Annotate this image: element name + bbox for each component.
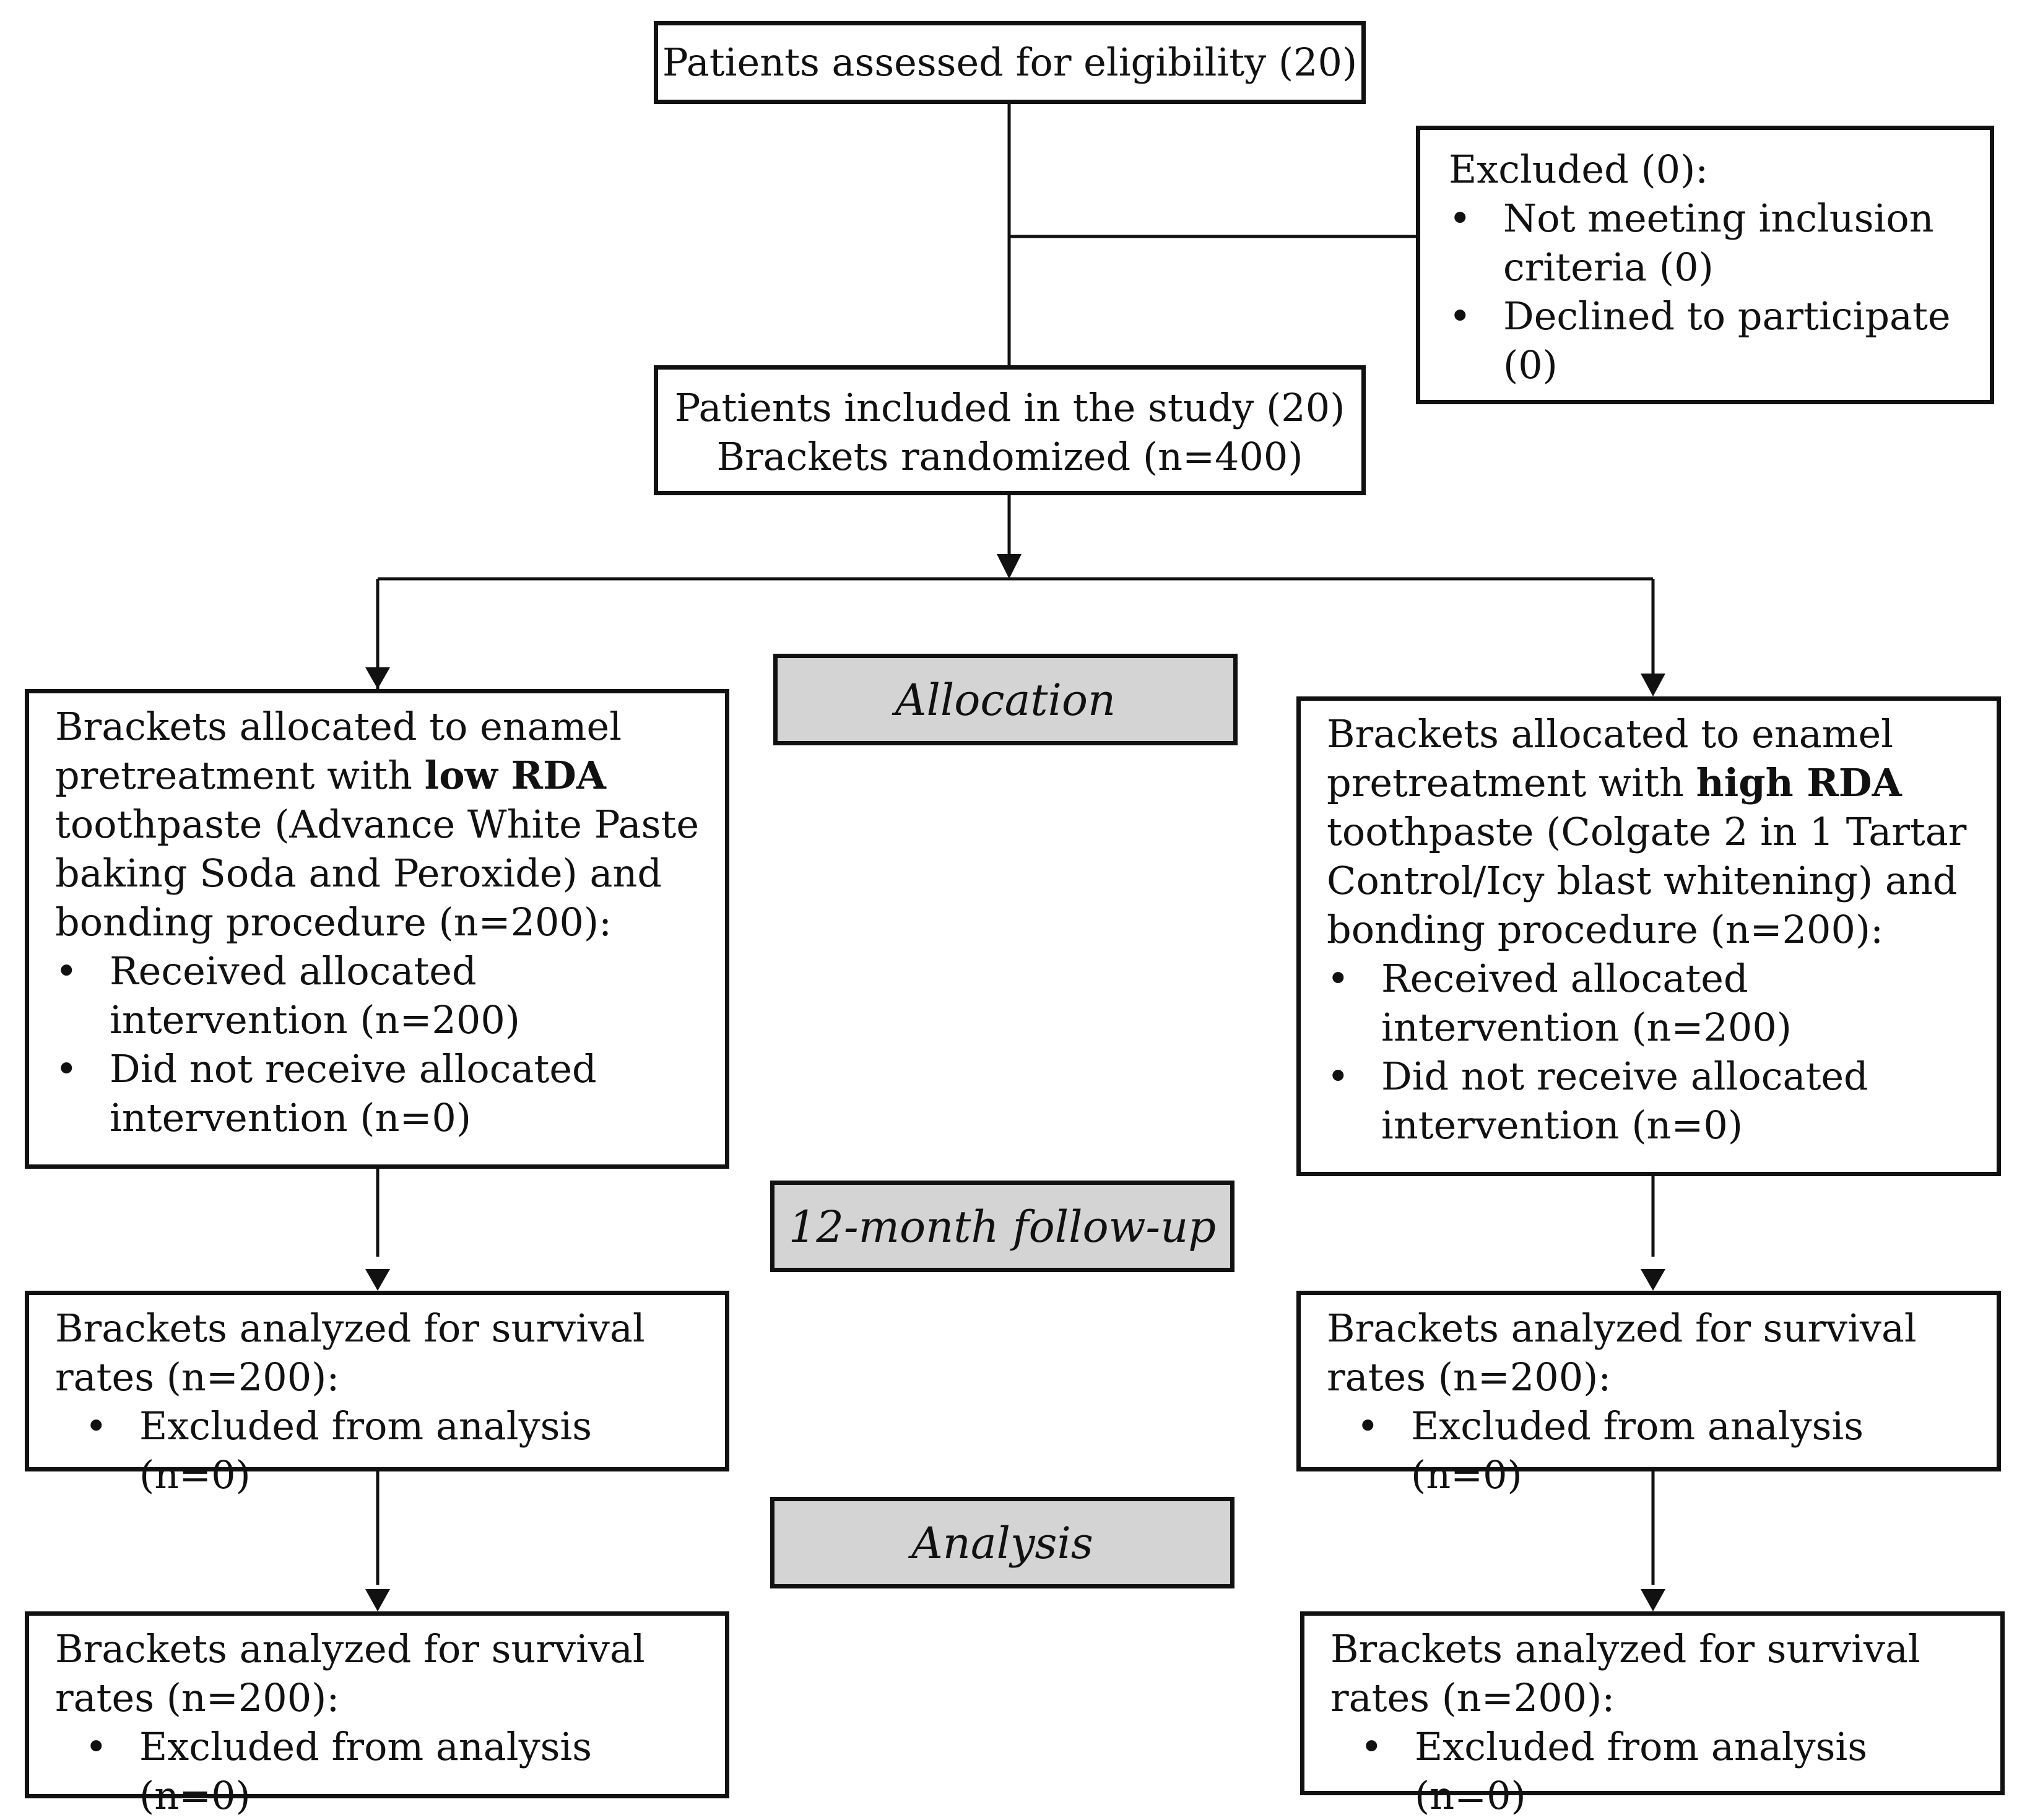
high-rda-allocation-item: Did not receive allocated intervention (… — [1327, 1052, 1974, 1150]
arrowhead-right-analysis — [1641, 1589, 1665, 1611]
high-rda-alloc-post: toothpaste (Colgate 2 in 1 Tartar Contro… — [1327, 809, 1967, 952]
stage-analysis-label: Analysis — [911, 1518, 1093, 1569]
high-rda-followup-text: Brackets analyzed for survival rates (n=… — [1327, 1306, 1917, 1400]
excluded-list: Not meeting inclusion criteria (0) Decli… — [1449, 194, 1968, 389]
stage-allocation: Allocation — [773, 654, 1238, 745]
low-rda-followup-list: Excluded from analysis (n=0) — [55, 1402, 703, 1499]
arrowhead-left-followup — [365, 1269, 390, 1291]
high-rda-analysis-box: Brackets analyzed for survival rates (n=… — [1300, 1611, 2005, 1818]
included-line2: Brackets randomized (n=400) — [716, 434, 1303, 479]
arrowhead-left-alloc — [365, 667, 390, 689]
low-rda-analysis-list: Excluded from analysis (n=0) — [55, 1722, 703, 1820]
high-rda-followup-item: Excluded from analysis (n=0) — [1327, 1402, 1974, 1499]
low-rda-allocation-box: Brackets allocated to enamel pretreatmen… — [25, 689, 729, 1169]
low-rda-allocation-item: Received allocated intervention (n=200) — [55, 947, 703, 1044]
stage-allocation-label: Allocation — [895, 675, 1116, 726]
arrowhead-right-followup — [1641, 1269, 1665, 1291]
low-rda-alloc-bold: low RDA — [424, 753, 606, 798]
stage-followup-label: 12-month follow-up — [788, 1202, 1217, 1252]
low-rda-allocation-list: Received allocated intervention (n=200) … — [55, 947, 703, 1142]
high-rda-allocation-box: Brackets allocated to enamel pretreatmen… — [1296, 696, 2001, 1176]
arrowhead-right-alloc — [1641, 674, 1665, 696]
stage-followup: 12-month follow-up — [770, 1181, 1234, 1272]
arrowhead-included — [997, 554, 1022, 579]
low-rda-alloc-post: toothpaste (Advance White Paste baking S… — [55, 802, 700, 945]
excluded-item: Declined to participate (0) — [1449, 292, 1968, 389]
high-rda-followup-box: Brackets analyzed for survival rates (n=… — [1296, 1291, 2001, 1497]
screening-box: Patients assessed for eligibility (20) — [654, 21, 1366, 104]
high-rda-alloc-bold: high RDA — [1696, 760, 1902, 805]
high-rda-allocation-list: Received allocated intervention (n=200) … — [1327, 954, 1974, 1150]
arrowhead-left-analysis — [365, 1589, 390, 1611]
excluded-box: Excluded (0): Not meeting inclusion crit… — [1416, 126, 1994, 404]
low-rda-analysis-text: Brackets analyzed for survival rates (n=… — [55, 1626, 645, 1720]
stage-analysis: Analysis — [770, 1497, 1234, 1588]
high-rda-alloc-pre: Brackets allocated to enamel pretreatmen… — [1327, 711, 1894, 805]
low-rda-followup-item: Excluded from analysis (n=0) — [55, 1402, 703, 1499]
low-rda-followup-text: Brackets analyzed for survival rates (n=… — [55, 1306, 645, 1400]
excluded-title: Excluded (0): — [1449, 147, 1709, 192]
high-rda-analysis-list: Excluded from analysis (n=0) — [1330, 1722, 1978, 1820]
low-rda-allocation-text: Brackets allocated to enamel pretreatmen… — [55, 702, 703, 947]
high-rda-analysis-item: Excluded from analysis (n=0) — [1330, 1722, 1978, 1820]
high-rda-followup-list: Excluded from analysis (n=0) — [1327, 1402, 1974, 1499]
low-rda-analysis-item: Excluded from analysis (n=0) — [55, 1722, 703, 1820]
excluded-item: Not meeting inclusion criteria (0) — [1449, 194, 1968, 292]
low-rda-analysis-box: Brackets analyzed for survival rates (n=… — [25, 1611, 729, 1818]
high-rda-allocation-text: Brackets allocated to enamel pretreatmen… — [1327, 709, 1974, 954]
high-rda-analysis-text: Brackets analyzed for survival rates (n=… — [1330, 1626, 1920, 1720]
low-rda-allocation-item: Did not receive allocated intervention (… — [55, 1044, 703, 1142]
low-rda-followup-box: Brackets analyzed for survival rates (n=… — [25, 1291, 729, 1497]
screening-text: Patients assessed for eligibility (20) — [662, 40, 1358, 85]
included-line1: Patients included in the study (20) — [674, 385, 1345, 430]
high-rda-allocation-item: Received allocated intervention (n=200) — [1327, 954, 1974, 1052]
low-rda-alloc-pre: Brackets allocated to enamel pretreatmen… — [55, 704, 622, 798]
included-box: Patients included in the study (20) Brac… — [654, 365, 1366, 495]
